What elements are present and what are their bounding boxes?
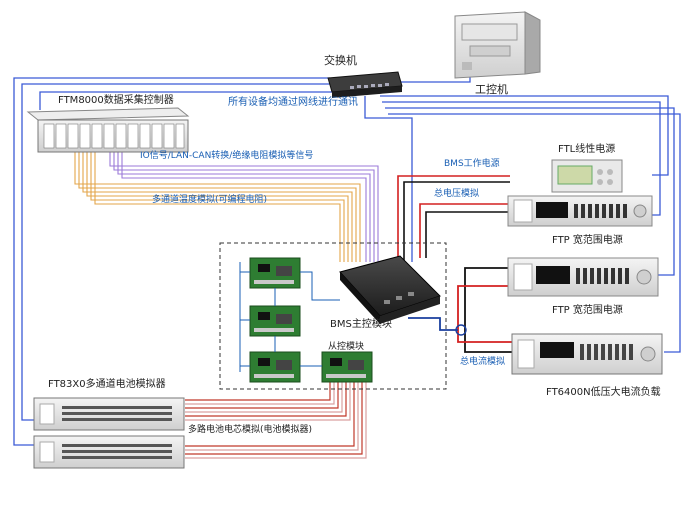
current-loop-cables <box>408 267 512 353</box>
io-signal-cables <box>109 150 379 262</box>
bms-area-frame <box>219 242 447 390</box>
cell-sim-cables <box>185 382 367 459</box>
ftm8000-label: FTM8000数据采集控制器 <box>58 95 174 106</box>
ftp-power-supply-2 <box>507 257 659 297</box>
temp-sim-label: 多通道温度模拟(可编程电阻) <box>152 195 268 205</box>
bms-master-device <box>339 255 441 324</box>
ftm8000-device <box>26 107 190 153</box>
slave-module-label: 从控模块 <box>328 342 365 352</box>
ftl-power-label: FTL线性电源 <box>558 144 616 155</box>
slave-board-1 <box>249 257 301 289</box>
ftp-power-supply-1 <box>507 195 653 227</box>
total-current-label: 总电流模拟 <box>460 357 506 367</box>
temp-sim-cables <box>74 150 361 262</box>
ft83x0-label: FT83X0多通道电池模拟器 <box>48 379 166 390</box>
board-links <box>239 262 340 372</box>
slave-board-4 <box>321 351 373 383</box>
io-signal-label: IO信号/LAN-CAN转换/绝缘电阻模拟等信号 <box>140 151 314 161</box>
ft6400n-label: FT6400N低压大电流负载 <box>546 387 661 398</box>
network-switch <box>327 71 403 98</box>
slave-board-3 <box>249 351 301 383</box>
bms-power-label: BMS工作电源 <box>444 159 500 169</box>
ft83x0-simulator-1 <box>33 397 185 431</box>
ftl-power-supply <box>551 159 623 193</box>
current-sensor-icon <box>455 324 467 336</box>
cell-sim-label: 多路电池电芯模拟(电池模拟器) <box>188 425 313 435</box>
slave-board-2 <box>249 305 301 337</box>
switch-label: 交换机 <box>324 54 357 67</box>
ftp-power-2-label: FTP 宽范围电源 <box>552 305 623 316</box>
ftp-power-1-label: FTP 宽范围电源 <box>552 235 623 246</box>
industrial-pc <box>454 11 541 79</box>
ipc-label: 工控机 <box>475 83 508 96</box>
network-note-label: 所有设备均通过网线进行通讯 <box>228 97 358 108</box>
ft6400n-load <box>511 333 663 375</box>
bms-master-label: BMS主控模块 <box>330 319 392 330</box>
ft83x0-simulator-2 <box>33 435 185 469</box>
network-cables <box>13 55 681 446</box>
total-voltage-label: 总电压模拟 <box>434 189 480 199</box>
